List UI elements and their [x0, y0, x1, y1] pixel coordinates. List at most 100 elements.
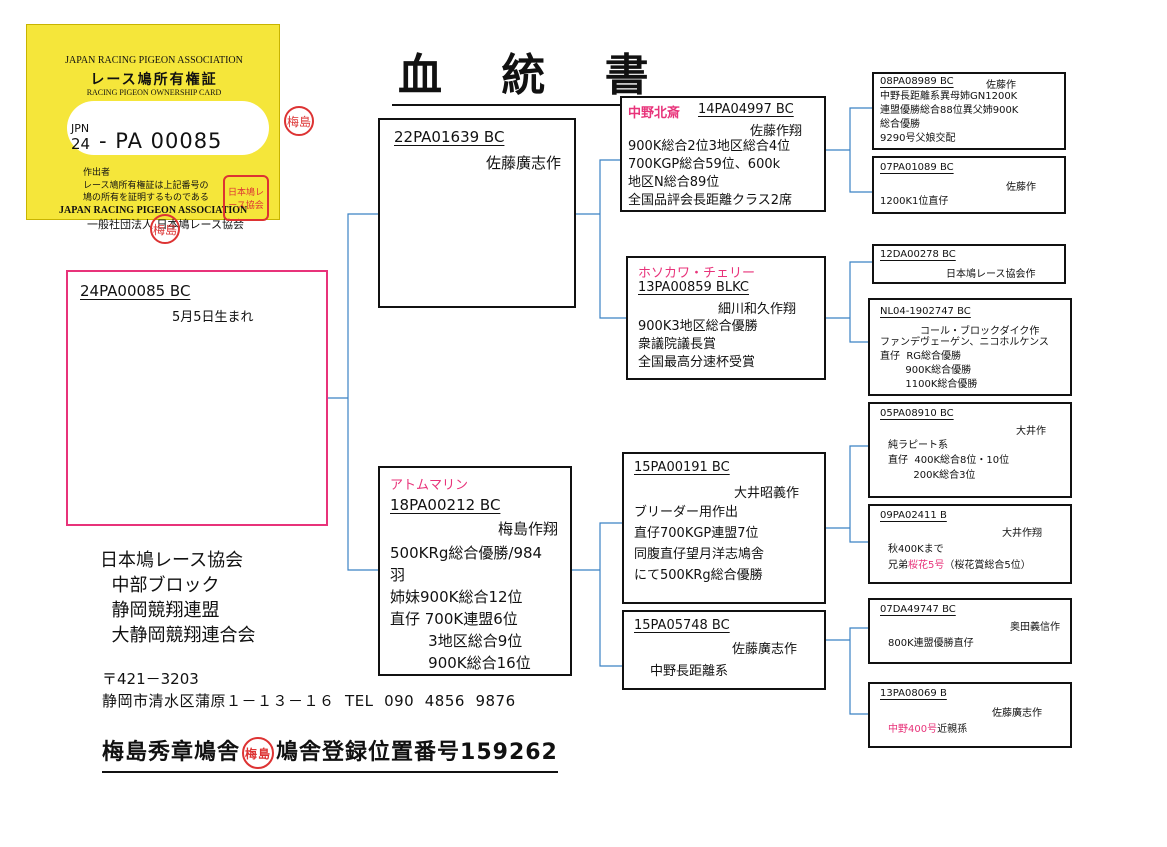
dsd-note-highlight: 桜花5号: [908, 560, 945, 571]
sdd-note: ファンデヴェーゲン、ニコホルケンス: [880, 337, 1049, 348]
connector-sd: [826, 261, 872, 343]
dss-note: 直仔 400K総合8位・10位: [888, 455, 1010, 466]
ds-note: にて500KRg総合優勝: [634, 568, 763, 583]
sd-name: ホソカワ・チェリー: [638, 266, 756, 281]
sss-ring: 08PA08989 BC: [880, 76, 954, 87]
sds-breeder: 日本鳩レース協会作: [946, 269, 1036, 280]
dam-note: 直仔 700K連盟6位: [390, 610, 518, 628]
ss-breeder: 佐藤作翔: [750, 124, 803, 139]
sds-ring: 12DA00278 BC: [880, 249, 956, 260]
dam-note: 3地区総合9位: [390, 632, 523, 650]
dam-note: 900K総合16位: [390, 654, 531, 672]
connector-subject: [328, 213, 378, 571]
dss-breeder: 大井作: [1016, 426, 1046, 437]
sire-sire-box: 中野北斎 14PA04997 BC 佐藤作翔 900K総合2位3地区総合4位 7…: [620, 96, 826, 212]
ddd-note: 中野400号近親孫: [888, 720, 967, 735]
connector-dam: [572, 522, 626, 667]
subject-ring: 24PA00085 BC: [80, 282, 191, 300]
ss-notes: 900K総合2位3地区総合4位 700KGP総合59位、600k 地区N総合89…: [628, 138, 792, 210]
dsd-ring: 09PA02411 B: [880, 510, 947, 521]
ddd-note-suffix: 近親孫: [937, 724, 968, 735]
dsd-note: 秋400Kまで: [888, 544, 944, 555]
dd-breeder: 佐藤廣志作: [732, 642, 798, 657]
loft-name: 梅島秀章鳩舎: [102, 740, 241, 765]
association-address: 日本鳩レース協会 中部ブロック 静岡競翔連盟 大静岡競翔連合会: [100, 548, 255, 648]
ss-note: 900K総合2位3地区総合4位: [628, 139, 791, 154]
cert-ring-year: 24: [71, 135, 91, 153]
ssd-note: 1200K1位直仔: [880, 196, 949, 207]
dam-note: 姉妹900K総合12位: [390, 588, 523, 606]
sdd-notes: ファンデヴェーゲン、ニコホルケンス 直仔 RG総合優勝 900K総合優勝 110…: [880, 336, 1049, 392]
ddd-breeder: 佐藤廣志作: [992, 708, 1042, 719]
cert-association-footer-en: JAPAN RACING PIGEON ASSOCIATION: [59, 205, 248, 216]
sdd-breeder: コール・ブロックダイク作: [920, 326, 1040, 337]
dss-note: 200K総合3位: [888, 470, 976, 481]
ddd-ring: 13PA08069 B: [880, 688, 947, 699]
ddd-box: 13PA08069 B 佐藤廣志作 中野400号近親孫: [868, 682, 1072, 748]
dsd-breeder: 大井作翔: [1002, 528, 1042, 539]
dsd-note-suffix: （桜花賞総合5位）: [944, 560, 1031, 571]
ss-ring: 14PA04997 BC: [698, 102, 794, 117]
sss-note: 連盟優勝総合88位異父姉900K: [880, 105, 1019, 116]
ds-ring: 15PA00191 BC: [634, 460, 730, 475]
dss-notes: 純ラピート系 直仔 400K総合8位・10位 200K総合3位: [888, 438, 1009, 483]
dam-ring: 18PA00212 BC: [390, 496, 501, 514]
sss-note: 中野長距離系異母姉GN1200K: [880, 91, 1018, 102]
street-address: 静岡市清水区蒲原１－１３－１６ TEL 090 4856 9876: [102, 692, 516, 710]
cert-subtitle: RACING PIGEON OWNERSHIP CARD: [86, 88, 222, 97]
dss-box: 05PA08910 BC 大井作 純ラピート系 直仔 400K総合8位・10位 …: [868, 402, 1072, 498]
connector-ds: [826, 445, 872, 543]
hanko-seal: 梅島: [284, 106, 314, 136]
sd-note: 衆議院議長賞: [638, 337, 717, 352]
cert-association-en: JAPAN RACING PIGEON ASSOCIATION: [65, 55, 243, 66]
sd-note: 900K3地区総合優勝: [638, 319, 758, 334]
ss-note: 700KGP総合59位、600k: [628, 157, 781, 172]
ssd-ring: 07PA01089 BC: [880, 162, 954, 173]
sire-breeder: 佐藤廣志作: [486, 154, 562, 172]
cert-title: レース鳩所有権証: [90, 72, 218, 88]
dd-note: 中野長距離系: [650, 664, 729, 679]
ds-note: 直仔700KGP連盟7位: [634, 526, 759, 541]
sss-note: 総合優勝: [880, 119, 920, 130]
loft-signature: 梅島秀章鳩舎梅島鳩舎登録位置番号159262: [102, 734, 558, 773]
sds-box: 12DA00278 BC 日本鳩レース協会作: [872, 244, 1066, 284]
dam-breeder: 梅島作翔: [498, 520, 559, 538]
ownership-certificate: JAPAN RACING PIGEON ASSOCIATION レース鳩所有権証…: [26, 24, 280, 231]
dss-ring: 05PA08910 BC: [880, 408, 954, 419]
sdd-note: 1100K総合優勝: [880, 379, 978, 390]
cert-ring-field: [67, 101, 269, 155]
sdd-note: 900K総合優勝: [880, 365, 972, 376]
sire-box: 22PA01639 BC 佐藤廣志作: [378, 118, 576, 308]
loft-hanko-seal: 梅島: [242, 737, 275, 769]
sd-note: 全国最高分速杯受賞: [638, 355, 756, 370]
sdd-box: NL04-1902747 BC コール・ブロックダイク作 ファンデヴェーゲン、ニ…: [868, 298, 1072, 396]
dam-notes: 500KRg総合優勝/984 羽 姉妹900K総合12位 直仔 700K連盟6位…: [390, 542, 542, 674]
dam-note: 羽: [390, 566, 406, 584]
cert-ring-prefix: JPN: [71, 122, 90, 135]
dds-ring: 07DA49747 BC: [880, 604, 956, 615]
sire-dam-box: ホソカワ・チェリー 13PA00859 BLKC 細川和久作翔 900K3地区総…: [626, 256, 826, 380]
sdd-note: 直仔 RG総合優勝: [880, 351, 962, 362]
ss-note: 全国品評会長距離クラス2席: [628, 193, 793, 208]
sss-notes: 中野長距離系異母姉GN1200K 連盟優勝総合88位異父姉900K 総合優勝 9…: [880, 90, 1018, 146]
sd-breeder: 細川和久作翔: [718, 302, 797, 317]
cert-description-1: レース鳩所有権証は上記番号の: [83, 181, 209, 191]
ds-note: 同腹直仔望月洋志鳩舎: [634, 547, 765, 562]
subject-box: 24PA00085 BC 5月5日生まれ: [66, 270, 328, 526]
address-line: 日本鳩レース協会: [100, 550, 244, 571]
sdd-ring: NL04-1902747 BC: [880, 306, 971, 317]
ddd-note-highlight: 中野400号: [888, 724, 938, 735]
ss-name: 中野北斎: [628, 106, 681, 121]
dam-sire-box: 15PA00191 BC 大井昭義作 ブリーダー用作出 直仔700KGP連盟7位…: [622, 452, 826, 604]
dsd-note-siblings: 兄弟桜花5号（桜花賞総合5位）: [888, 556, 1031, 571]
cert-ring-number: - PA 00085: [99, 129, 223, 153]
ss-note: 地区N総合89位: [628, 175, 720, 190]
ds-notes: ブリーダー用作出 直仔700KGP連盟7位 同腹直仔望月洋志鳩舎 にて500KR…: [634, 502, 764, 586]
dss-note: 純ラピート系: [888, 440, 948, 451]
dam-name: アトムマリン: [390, 478, 469, 493]
loft-registration: 鳩舎登録位置番号159262: [276, 740, 558, 765]
dds-note: 800K連盟優勝直仔: [888, 638, 974, 649]
dsd-note-prefix: 兄弟: [888, 560, 908, 571]
dds-breeder: 奥田義信作: [1010, 622, 1060, 633]
dam-box: アトムマリン 18PA00212 BC 梅島作翔 500KRg総合優勝/984 …: [378, 466, 572, 676]
